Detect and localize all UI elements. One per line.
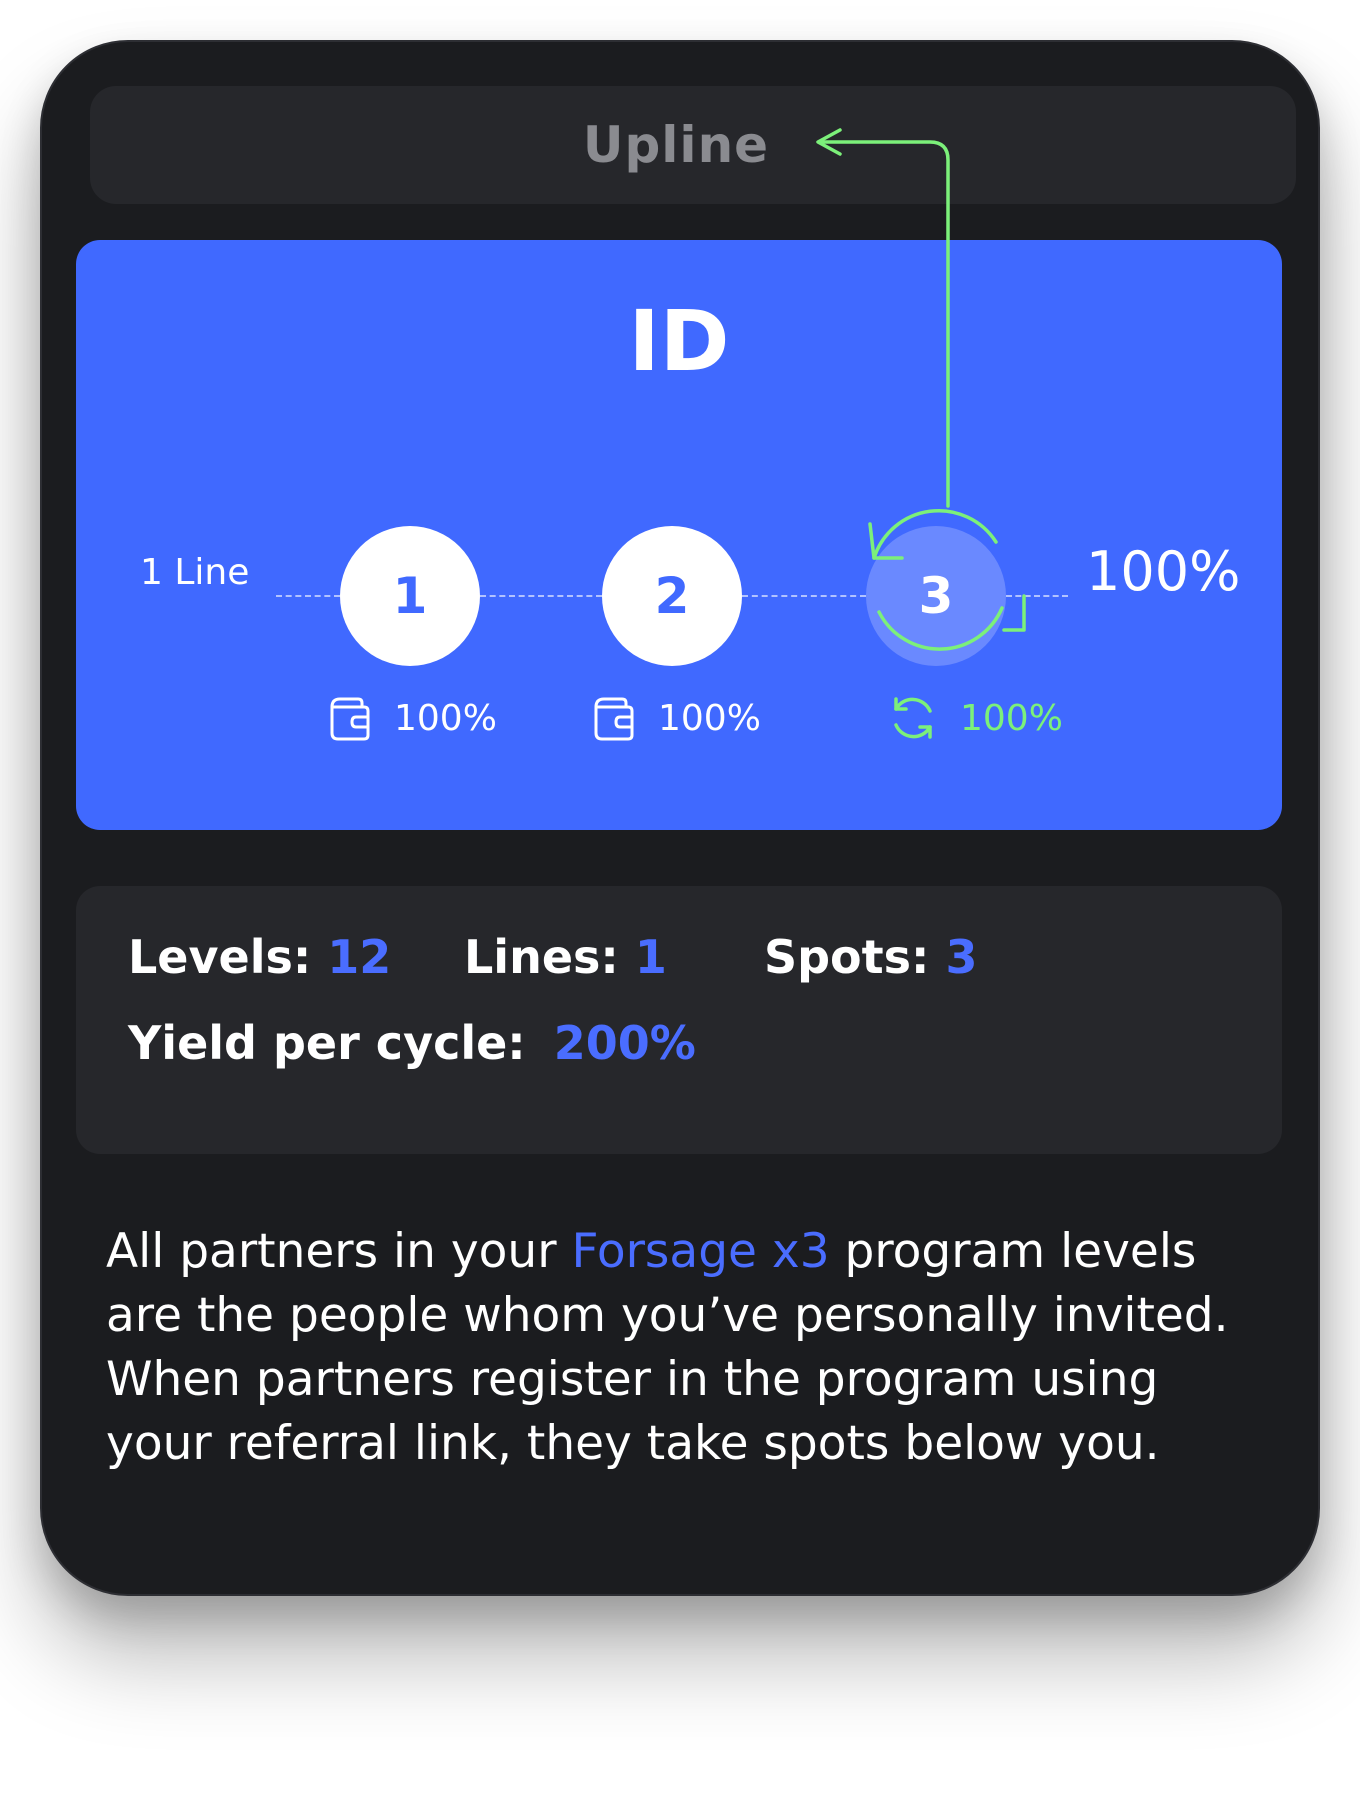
stat-levels: Levels: 12 [128, 930, 391, 984]
wallet-icon [324, 693, 374, 743]
spot-number: 2 [654, 567, 690, 625]
stat-value: 1 [634, 930, 667, 984]
payout-value: 100% [960, 697, 1063, 739]
reinvest-cycle-icon [886, 691, 940, 745]
stat-label: Yield per cycle: [128, 1016, 526, 1070]
program-description: All partners in your Forsage x3 program … [106, 1220, 1266, 1476]
description-text: All partners in your [106, 1224, 572, 1279]
spot-3-reinvest[interactable]: 3 [866, 526, 1006, 666]
stat-value: 3 [945, 930, 978, 984]
stat-label: Lines: [464, 930, 619, 984]
stat-value: 12 [327, 930, 392, 984]
line-dash [1006, 595, 1068, 597]
payout-spot-3: 100% [886, 688, 1063, 748]
payout-spot-2: 100% [588, 688, 761, 748]
program-link[interactable]: Forsage x3 [571, 1224, 830, 1279]
stat-yield: Yield per cycle: 200% [128, 1016, 696, 1070]
line-dash [742, 595, 866, 597]
stat-label: Levels: [128, 930, 312, 984]
payout-value: 100% [658, 697, 761, 739]
id-panel: ID 1 Line 1 2 3 100% 100% [76, 240, 1282, 830]
line-total-percent: 100% [1086, 540, 1241, 603]
line-dash [276, 595, 340, 597]
stat-spots: Spots: 3 [764, 930, 977, 984]
description-text: program levels are the people whom you’v… [106, 1224, 1229, 1471]
spot-1[interactable]: 1 [340, 526, 480, 666]
stat-lines: Lines: 1 [464, 930, 667, 984]
payout-value: 100% [394, 697, 497, 739]
upline-label: Upline [582, 116, 770, 174]
wallet-icon [588, 693, 638, 743]
stat-value: 200% [553, 1016, 696, 1070]
line-label: 1 Line [140, 552, 250, 593]
program-card: Upline ID 1 Line 1 2 3 100% 100% [40, 40, 1320, 1596]
spot-number: 3 [918, 567, 954, 625]
payout-spot-1: 100% [324, 688, 497, 748]
id-title: ID [628, 292, 730, 390]
upline-bar[interactable]: Upline [90, 86, 1296, 204]
spot-number: 1 [392, 567, 428, 625]
stats-panel: Levels: 12 Lines: 1 Spots: 3 Yield per c… [76, 886, 1282, 1154]
spot-2[interactable]: 2 [602, 526, 742, 666]
line-dash [480, 595, 602, 597]
stat-label: Spots: [764, 930, 930, 984]
